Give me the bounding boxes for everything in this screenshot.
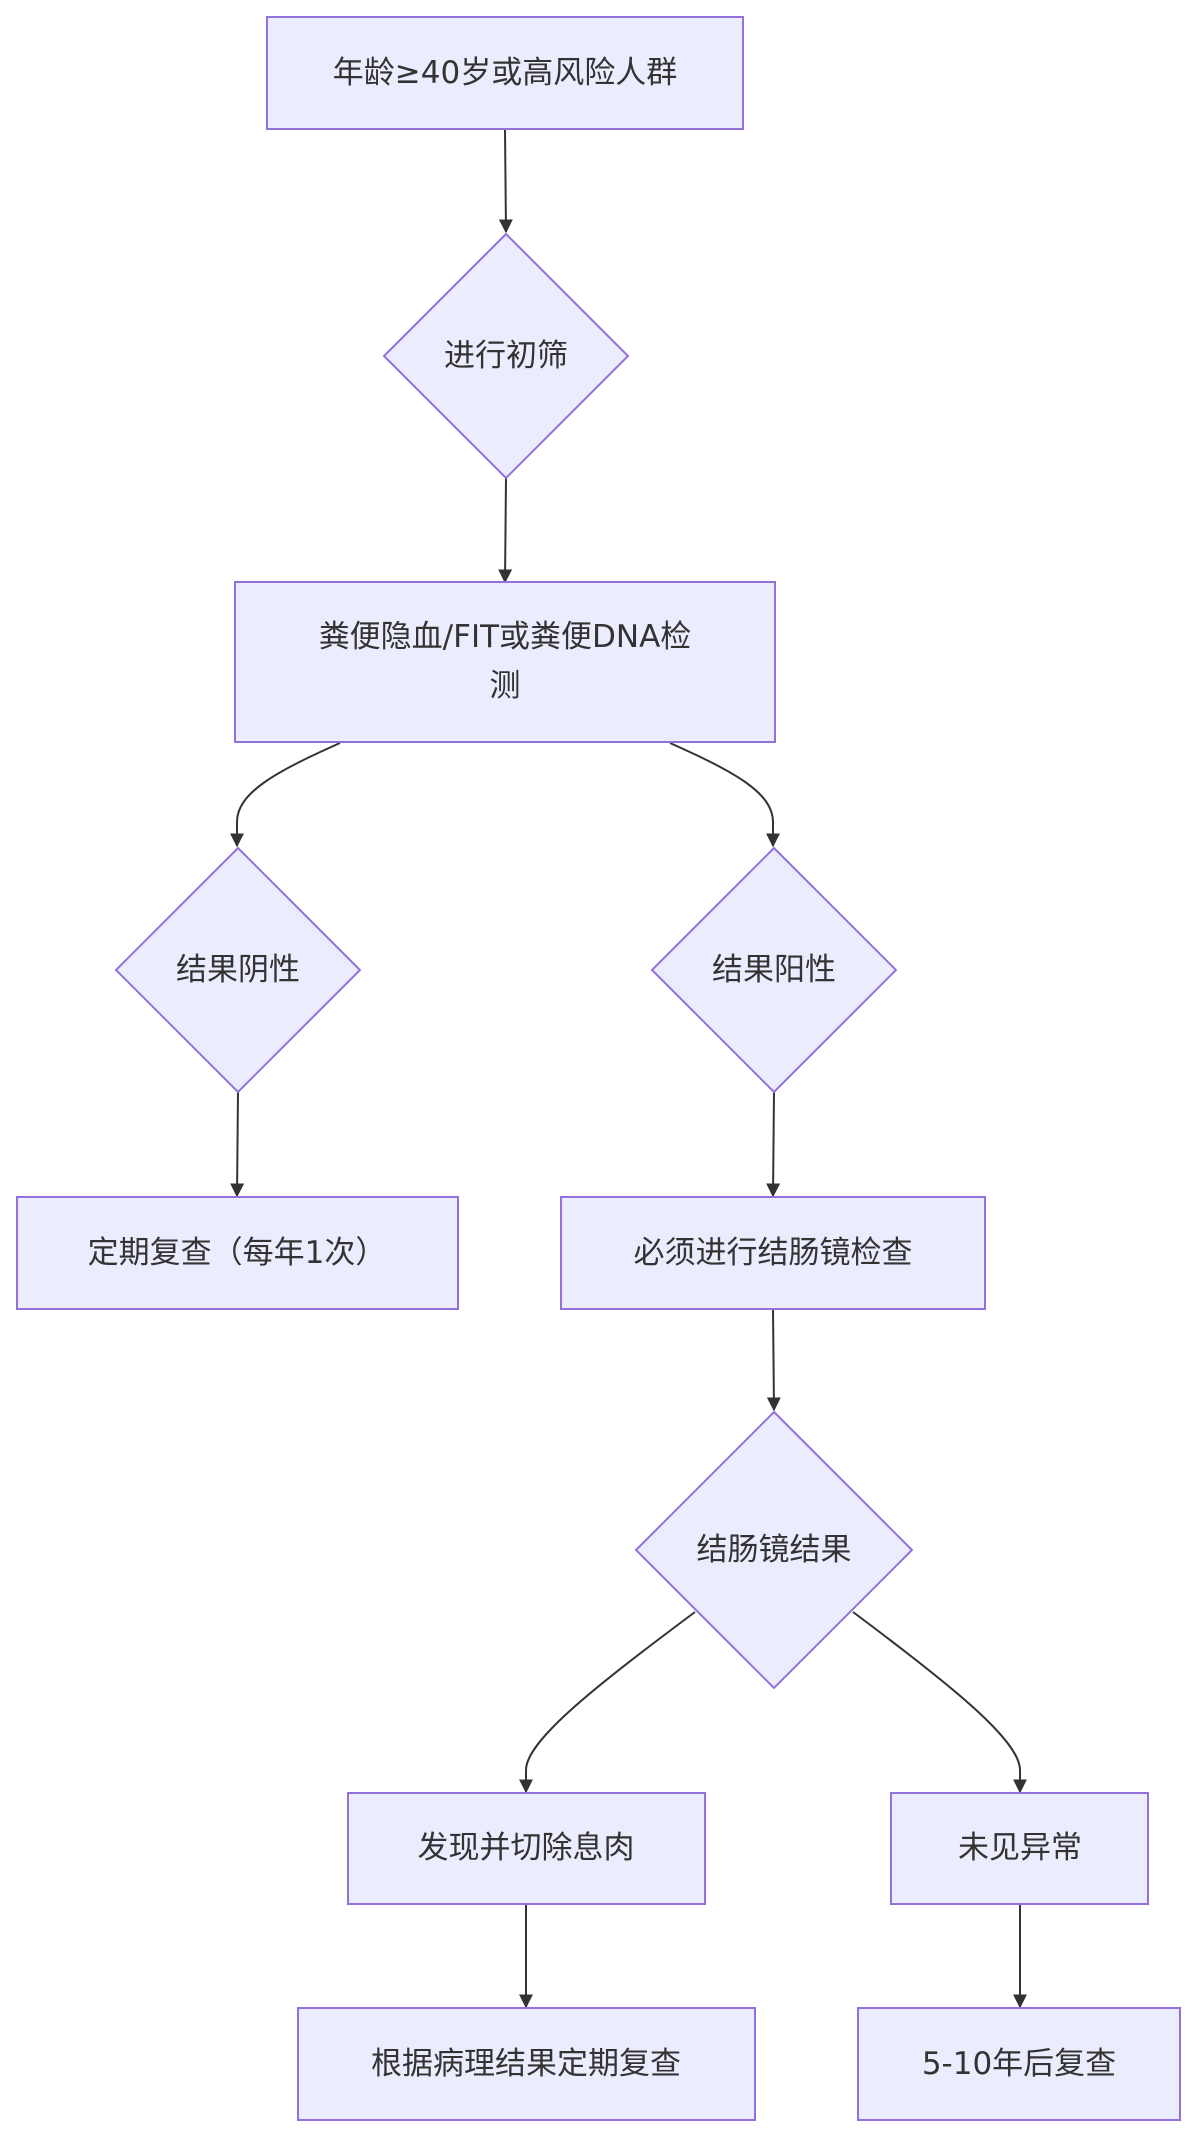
node-colonoscopy: 必须进行结肠镜检查	[560, 1196, 986, 1310]
node-test: 粪便隐血/FIT或粪便DNA检 测	[234, 581, 776, 743]
node-test-label-line2: 测	[490, 668, 521, 704]
node-later-label: 5-10年后复查	[922, 2046, 1116, 2082]
edge-start-to-screen	[498, 129, 513, 234]
node-colonoscopy-label: 必须进行结肠镜检查	[634, 1235, 913, 1271]
node-positive-label: 结果阳性	[712, 952, 836, 988]
edge-positive-to-colonoscopy	[766, 1091, 781, 1198]
node-start: 年龄≥40岁或高风险人群	[266, 16, 744, 130]
edge-colo-result-to-polyp	[519, 1611, 696, 1794]
node-colo-result-label: 结肠镜结果	[697, 1532, 852, 1568]
node-test-label-line1: 粪便隐血/FIT或粪便DNA检	[319, 619, 692, 655]
node-annual-label: 定期复查（每年1次）	[88, 1235, 387, 1271]
node-polyp: 发现并切除息肉	[347, 1792, 706, 1905]
edge-colo-result-to-normal	[852, 1611, 1027, 1794]
edges	[230, 129, 1027, 2009]
node-colo-result: 结肠镜结果	[634, 1410, 914, 1690]
node-pathology-label: 根据病理结果定期复查	[371, 2046, 681, 2082]
node-annual: 定期复查（每年1次）	[16, 1196, 459, 1310]
node-later: 5-10年后复查	[857, 2007, 1181, 2121]
edge-screen-to-test	[498, 477, 513, 584]
edge-negative-to-annual	[230, 1091, 245, 1198]
node-screen-label: 进行初筛	[444, 338, 568, 374]
node-polyp-label: 发现并切除息肉	[418, 1830, 635, 1866]
edge-test-to-negative	[230, 742, 341, 848]
node-normal: 未见异常	[890, 1792, 1149, 1905]
node-negative-label: 结果阴性	[176, 952, 300, 988]
node-positive: 结果阳性	[650, 846, 898, 1094]
node-negative: 结果阴性	[114, 846, 362, 1094]
node-normal-label: 未见异常	[958, 1830, 1082, 1866]
node-pathology: 根据病理结果定期复查	[297, 2007, 756, 2121]
node-start-label: 年龄≥40岁或高风险人群	[333, 55, 677, 91]
edge-test-to-positive	[669, 742, 780, 848]
node-screen: 进行初筛	[382, 232, 630, 480]
edge-colonoscopy-to-colo-result	[766, 1308, 781, 1412]
